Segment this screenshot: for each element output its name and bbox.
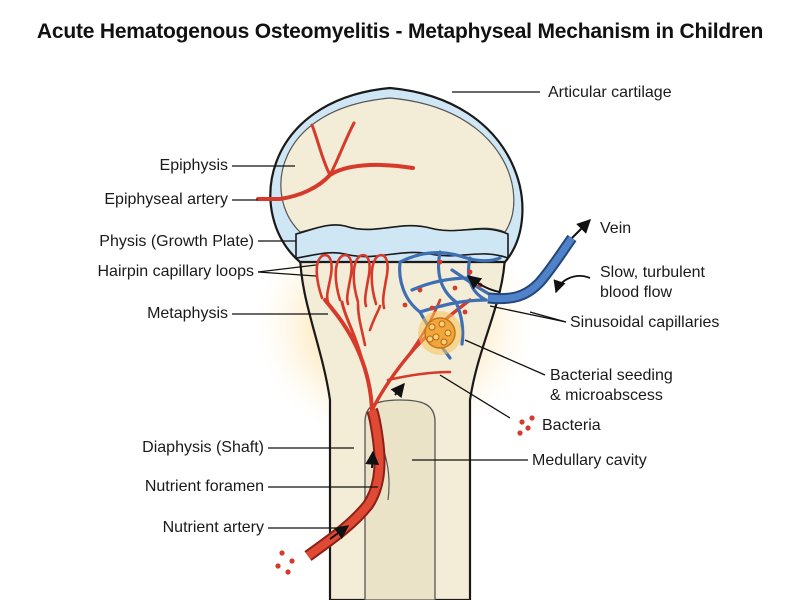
microabscess: [418, 311, 462, 355]
bacteria-cluster-entry: [275, 550, 295, 575]
label-vein: Vein: [600, 220, 632, 237]
hairpin-capillary-loops: [315, 253, 389, 310]
epiphyseal-artery: [256, 121, 415, 201]
label-bacteria: Bacteria: [542, 417, 601, 434]
physis-growth-plate: [295, 224, 509, 260]
nutrient-artery-flow-arrow: [329, 525, 350, 540]
label-slow-flow-line1: Slow, turbulent: [600, 264, 705, 281]
label-hairpin-capillary-loops: Hairpin capillary loops: [97, 263, 254, 280]
label-articular-cartilage: Articular cartilage: [548, 84, 672, 101]
label-epiphyseal-artery: Epiphyseal artery: [104, 191, 228, 208]
label-slow-flow-line2: blood flow: [600, 284, 673, 301]
diagram-title: Acute Hematogenous Osteomyelitis - Metap…: [36, 20, 764, 43]
bacteria-in-sinusoids: [402, 259, 483, 315]
label-medullary-cavity: Medullary cavity: [532, 452, 647, 469]
label-sinusoidal-capillaries: Sinusoidal capillaries: [570, 314, 720, 331]
label-bacterial-seeding-line1: Bacterial seeding: [550, 367, 673, 384]
label-diaphysis: Diaphysis (Shaft): [142, 439, 264, 456]
vein-outflow-arrow: [571, 219, 591, 239]
bacteria-icon: [517, 415, 535, 436]
leader-lines: [232, 91, 567, 529]
label-bacterial-seeding-line2: & microabscess: [550, 387, 663, 404]
label-metaphysis: Metaphysis: [147, 305, 228, 322]
vein-flow-arrow: [466, 275, 501, 293]
label-nutrient-foramen: Nutrient foramen: [144, 478, 264, 495]
label-nutrient-artery: Nutrient artery: [162, 519, 264, 536]
label-epiphysis: Epiphysis: [159, 157, 228, 174]
slow-flow-arrow: [553, 275, 591, 294]
label-physis: Physis (Growth Plate): [99, 233, 254, 250]
